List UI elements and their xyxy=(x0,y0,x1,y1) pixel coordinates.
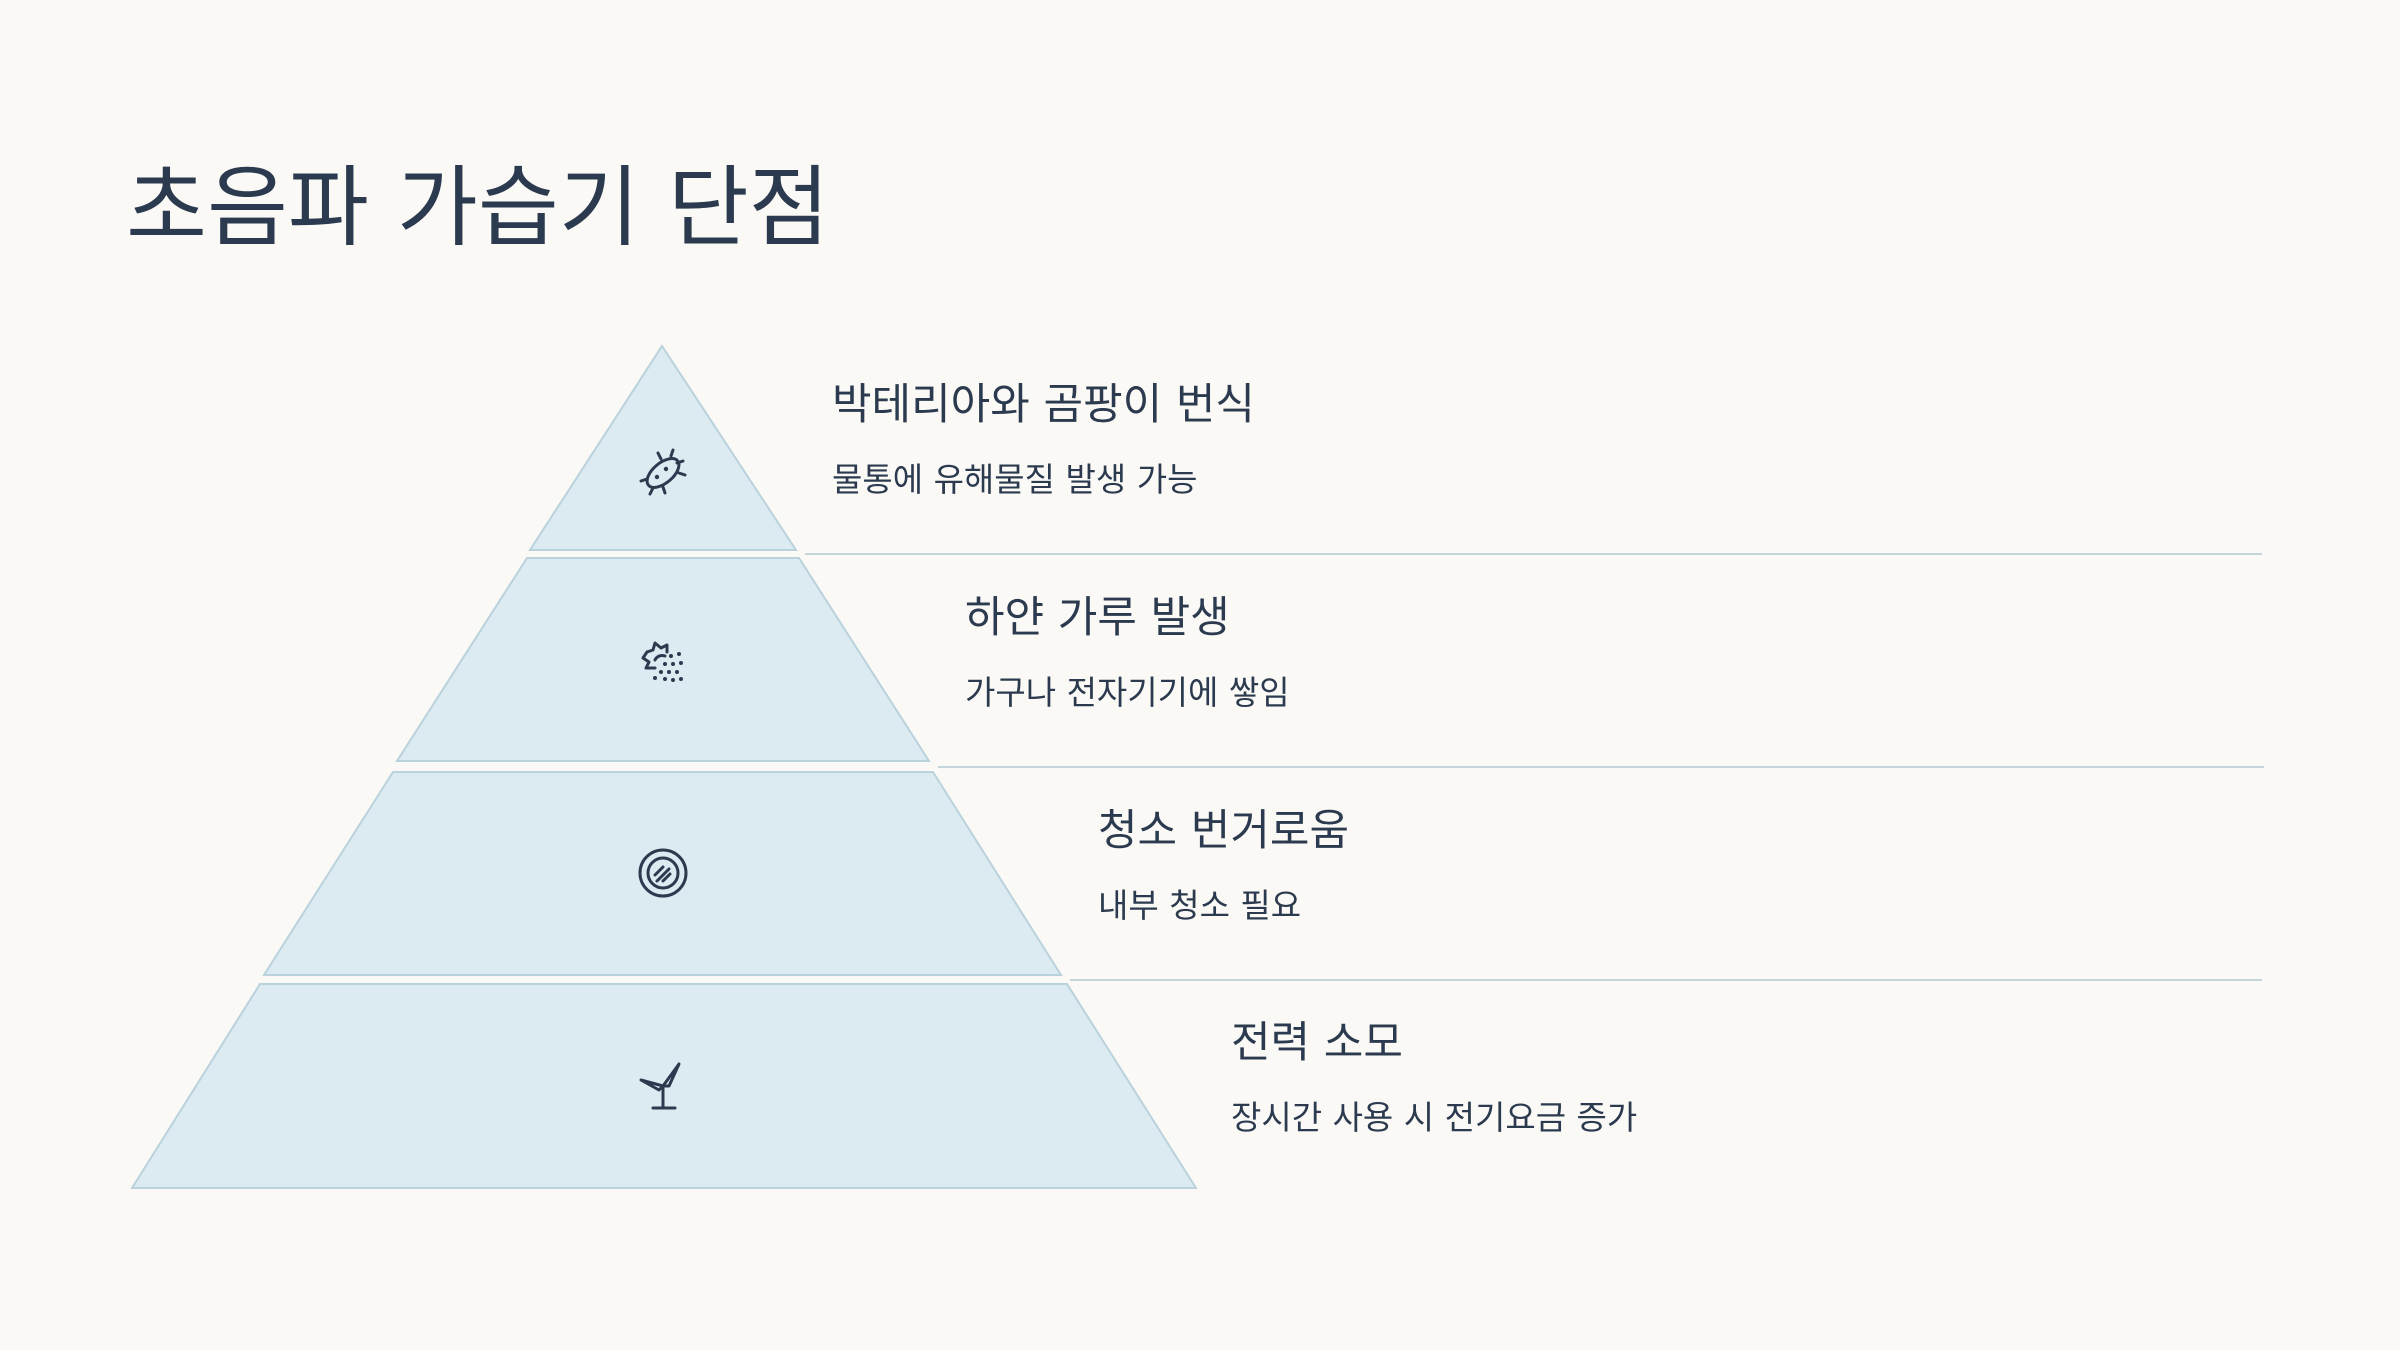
wind-turbine-icon xyxy=(633,1056,693,1116)
level-1-description: 물통에 유해물질 발생 가능 xyxy=(832,459,1198,499)
level-3-description: 내부 청소 필요 xyxy=(1098,885,1302,925)
level-2-description: 가구나 전자기기에 쌓임 xyxy=(965,672,1290,712)
level-4-title: 전력 소모 xyxy=(1231,1018,1403,1068)
level-3-text: 청소 번거로움 내부 청소 필요 xyxy=(1098,806,1349,925)
level-4-description: 장시간 사용 시 전기요금 증가 xyxy=(1231,1097,1638,1137)
pyramid-level-2-shape xyxy=(395,557,931,762)
level-2-text: 하얀 가루 발생 가구나 전자기기에 쌓임 xyxy=(965,593,1290,712)
level-2-title: 하얀 가루 발생 xyxy=(965,593,1230,643)
level-3-title: 청소 번거로움 xyxy=(1098,806,1350,856)
powder-spray-icon xyxy=(633,630,693,690)
level-4-text: 전력 소모 장시간 사용 시 전기요금 증가 xyxy=(1231,1018,1637,1137)
level-1-title: 박테리아와 곰팡이 번식 xyxy=(832,380,1255,430)
bacteria-icon xyxy=(633,443,693,503)
page-title: 초음파 가습기 단점 xyxy=(126,156,830,259)
level-1-text: 박테리아와 곰팡이 번식 물통에 유해물질 발생 가능 xyxy=(832,380,1255,499)
pyramid-level-1-shape xyxy=(528,344,798,551)
cleaning-disc-icon xyxy=(633,843,693,903)
